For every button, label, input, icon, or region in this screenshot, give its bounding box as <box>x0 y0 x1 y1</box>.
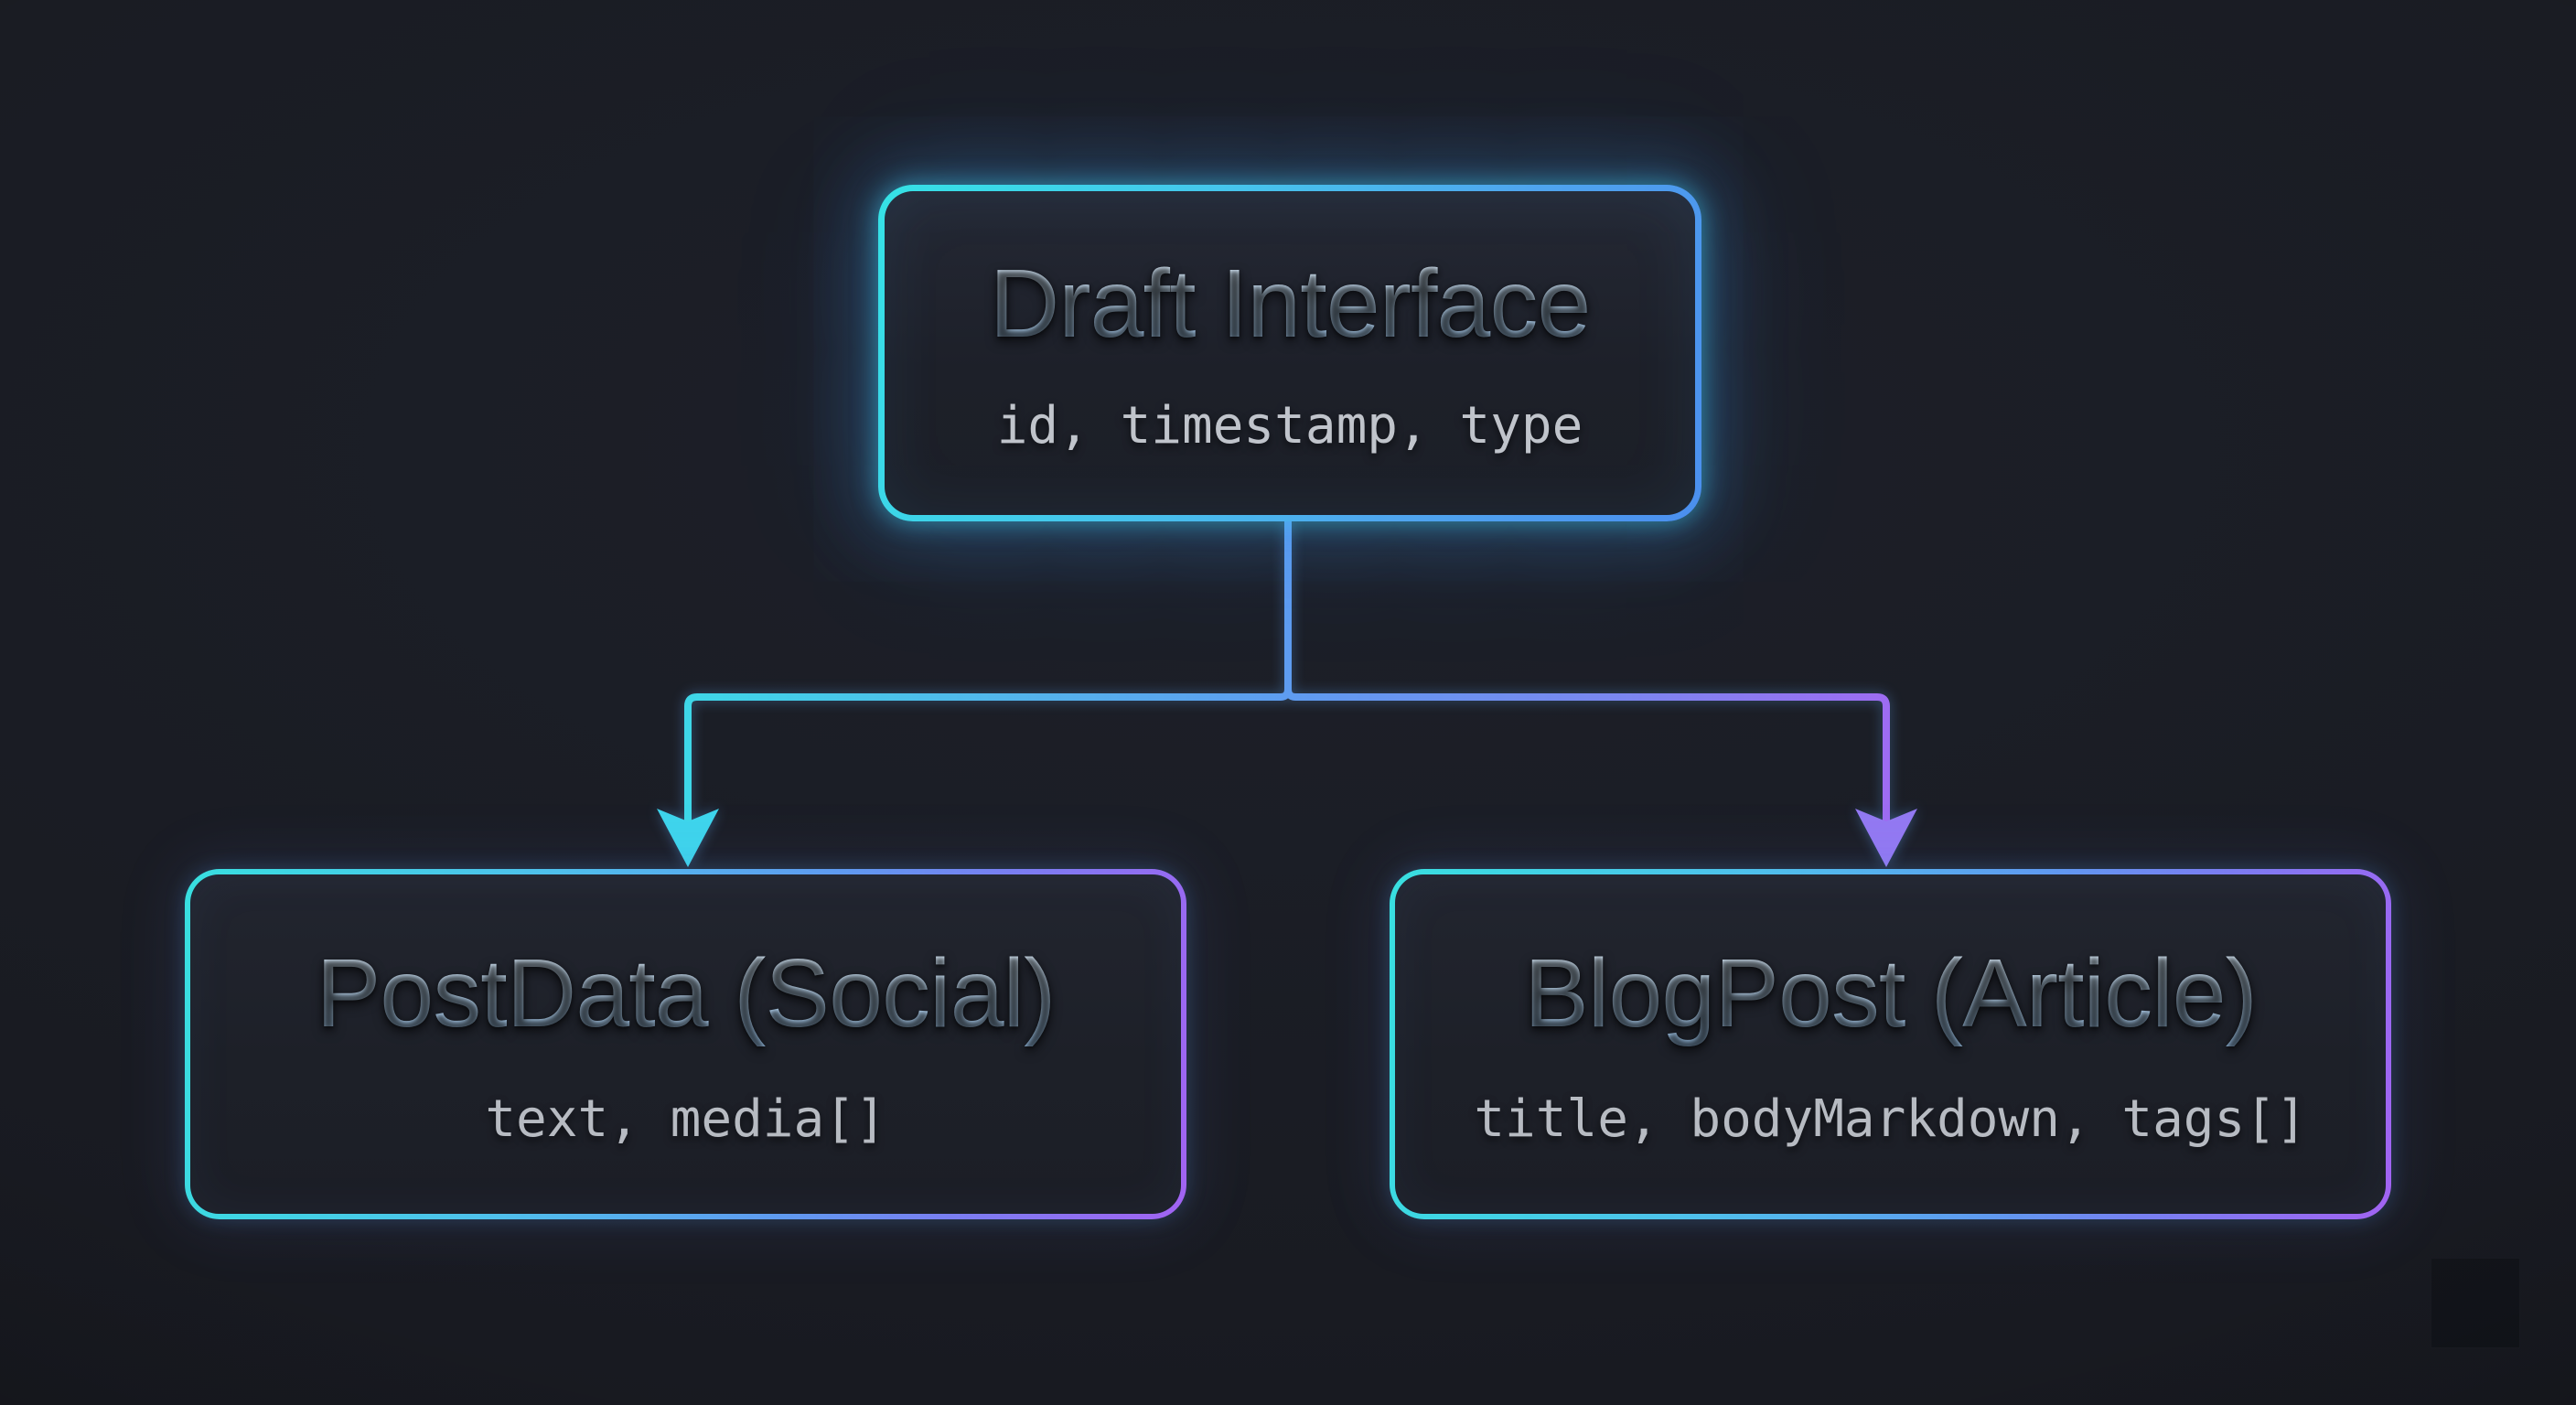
node-fields: text, media[] <box>485 1089 886 1149</box>
edge-root-to-postdata <box>684 520 1292 823</box>
node-body: Draft Interface id, timestamp, type <box>885 191 1695 515</box>
node-fields: title, bodyMarkdown, tags[] <box>1474 1089 2307 1149</box>
node-draft-interface: Draft Interface id, timestamp, type <box>878 185 1701 521</box>
node-blogpost-article: BlogPost (Article) title, bodyMarkdown, … <box>1390 869 2391 1219</box>
node-title: Draft Interface <box>990 249 1592 360</box>
node-title: BlogPost (Article) <box>1524 938 2258 1050</box>
arrow-down-icon <box>657 809 719 867</box>
edge-root-to-blogpost <box>1284 520 1890 823</box>
node-body: BlogPost (Article) title, bodyMarkdown, … <box>1395 874 2386 1214</box>
background-artifact <box>2431 1258 2520 1348</box>
node-fields: id, timestamp, type <box>996 396 1583 456</box>
node-postdata-social: PostData (Social) text, media[] <box>185 869 1186 1219</box>
node-body: PostData (Social) text, media[] <box>190 874 1181 1214</box>
node-title: PostData (Social) <box>317 938 1057 1050</box>
arrow-down-icon <box>1855 809 1917 867</box>
